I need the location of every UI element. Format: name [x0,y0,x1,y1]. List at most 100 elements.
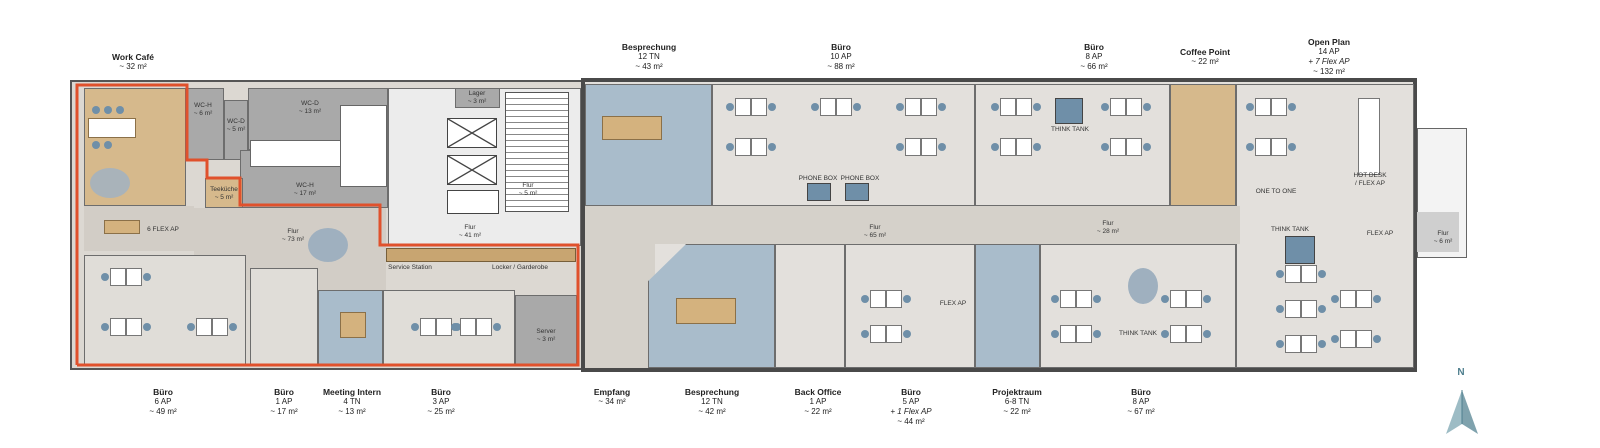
desk [1271,98,1287,116]
desk [735,98,751,116]
room-buero-8ap-south[interactable] [1040,244,1236,368]
label-wc-d: WC-D~ 13 m² [298,100,322,115]
desk [1255,98,1271,116]
room-besprechung-43[interactable] [585,84,712,206]
desk [1126,138,1142,156]
desk [1076,325,1092,343]
area-empfang [585,244,655,368]
desk [1060,290,1076,308]
room-lager[interactable] [455,88,500,108]
think-tank-north [1055,98,1083,124]
desk [1000,138,1016,156]
desk [1301,265,1317,283]
room-buero-5ap[interactable] [845,244,975,368]
label-wc-h-small: WC-H~ 6 m² [193,102,213,117]
desk [1126,98,1142,116]
label-lager: Lager~ 3 m² [467,90,487,105]
room-server[interactable] [515,295,577,365]
label-6-flex-ap: 6 FLEX AP [147,226,179,233]
desk [1340,330,1356,348]
desk [110,268,126,286]
hot-desk-bench [1358,98,1380,175]
desk [820,98,836,116]
chair [1318,305,1326,313]
chair [811,103,819,111]
label-garderobe: Locker / Garderobe [491,264,549,271]
chair [411,323,419,331]
chair [991,103,999,111]
desk [460,318,476,336]
room-open-plan[interactable] [1236,84,1414,368]
desk [1000,98,1016,116]
chair [1288,103,1296,111]
chair [903,330,911,338]
desk [1110,98,1126,116]
corridor-east [585,206,1240,244]
chair [1161,295,1169,303]
chair [143,273,151,281]
stairs [505,92,569,212]
chair [1331,295,1339,303]
chair [1143,103,1151,111]
chair [143,323,151,331]
desk [735,138,751,156]
desk [1301,300,1317,318]
chair [1318,340,1326,348]
chair [187,323,195,331]
chair [1203,330,1211,338]
chair [451,323,459,331]
cafe-table [88,118,136,138]
label-flur-41: Flur~ 41 m² [458,224,482,239]
desk [476,318,492,336]
north-label: N [1457,367,1465,378]
label-flur-28: Flur~ 28 m² [1096,220,1120,235]
elevator-3 [447,190,499,214]
desk [110,318,126,336]
room-projektraum[interactable] [975,244,1040,368]
label-think-tank-openplan: THINK TANK [1270,226,1310,233]
label-think-tank-north: THINK TANK [1050,126,1090,133]
room-back-office[interactable] [775,244,845,368]
chair [101,273,109,281]
think-tank-openplan [1285,236,1315,264]
chair [726,103,734,111]
desk [126,268,142,286]
shaft-2 [340,105,387,187]
label-flur-73: Flur~ 73 m² [281,228,305,243]
desk [905,138,921,156]
desk [886,325,902,343]
label-flur-65: Flur~ 65 m² [863,224,887,239]
top-label-work-cafe: Work Café~ 32 m² [112,52,154,71]
chair [1051,295,1059,303]
chair [1033,143,1041,151]
room-coffee-point[interactable] [1170,84,1236,206]
besprechung-43-table [602,116,662,140]
label-wc-h: WC-H~ 17 m² [293,182,317,197]
chair [1051,330,1059,338]
desk [1356,290,1372,308]
chair [991,143,999,151]
chair [1093,295,1101,303]
label-server: Server~ 3 m² [536,328,556,343]
desk [1285,335,1301,353]
chair [853,103,861,111]
lounge-chairs [90,168,130,198]
label-think-tank-south: THINK TANK [1118,330,1158,337]
label-one-to-one: ONE TO ONE [1255,188,1297,195]
chair [1373,335,1381,343]
room-buero-1ap[interactable] [250,268,318,365]
desk [196,318,212,336]
desk [420,318,436,336]
chair [1288,143,1296,151]
